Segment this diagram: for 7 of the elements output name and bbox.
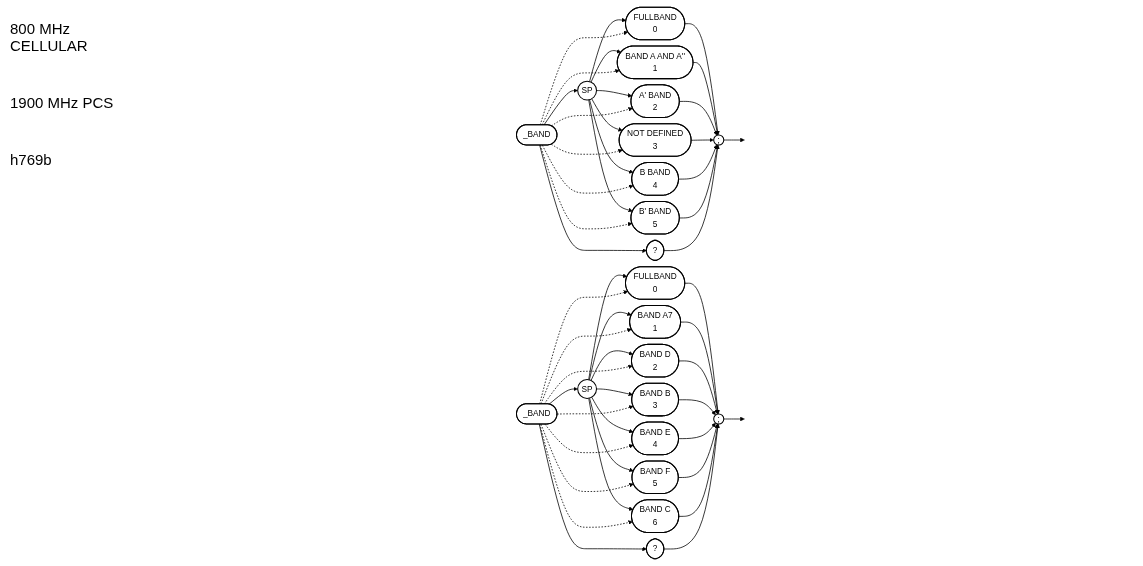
node-circle: ; [713, 134, 725, 146]
note-text: h769b [10, 151, 53, 168]
node-circle: SP [577, 379, 598, 399]
note-text: 800 MHz CELLULAR [10, 20, 89, 54]
node-circle: ; [713, 413, 725, 425]
node-circle: SP [577, 80, 598, 101]
note-text: 1900 MHz PCS [10, 94, 115, 111]
